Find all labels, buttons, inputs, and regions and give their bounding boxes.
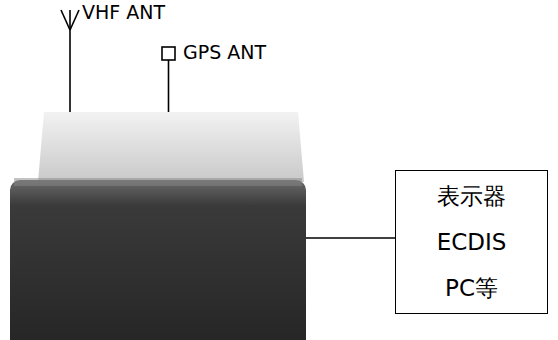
antenna-label: VHF ANT bbox=[82, 1, 165, 24]
antenna-label: GPS ANT bbox=[183, 41, 266, 64]
display-box: 表示器 ECDIS PC等 bbox=[395, 170, 548, 314]
gps-antenna-symbol bbox=[162, 47, 175, 114]
vhf-antenna-symbol bbox=[61, 10, 79, 114]
display-cable bbox=[306, 237, 395, 239]
display-text: 表示器 ECDIS PC等 bbox=[437, 173, 507, 311]
ais-unit-body bbox=[10, 112, 306, 340]
